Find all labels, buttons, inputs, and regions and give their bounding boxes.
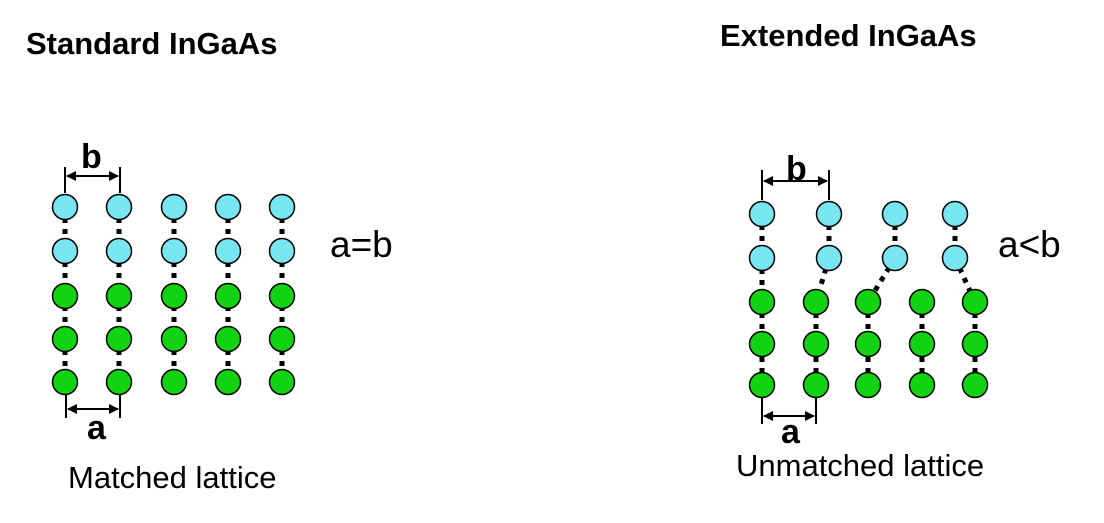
right-relation: a<b — [998, 224, 1061, 265]
matched-green-atoms — [51, 282, 296, 396]
matched-a-dimension — [65, 395, 121, 418]
unmatched-a-label: a — [781, 413, 801, 451]
left-caption: Matched lattice — [68, 460, 277, 495]
matched-cyan-atoms — [51, 193, 296, 265]
right-caption: Unmatched lattice — [736, 448, 985, 483]
unmatched-green-atoms — [748, 288, 989, 399]
matched-b-label: b — [81, 138, 102, 176]
matched-lattice: b a — [51, 138, 296, 447]
matched-a-label: a — [87, 409, 107, 447]
right-title: Extended InGaAs — [720, 18, 977, 53]
unmatched-b-label: b — [786, 150, 807, 188]
left-title: Standard InGaAs — [26, 26, 278, 61]
matched-b-dimension — [64, 167, 121, 193]
unmatched-b-dimension — [761, 170, 830, 200]
matched-bonds — [62, 207, 285, 382]
unmatched-a-dimension — [761, 398, 817, 424]
left-relation: a=b — [330, 224, 393, 265]
unmatched-lattice: b a — [748, 150, 989, 451]
unmatched-cyan-atoms — [748, 200, 969, 272]
